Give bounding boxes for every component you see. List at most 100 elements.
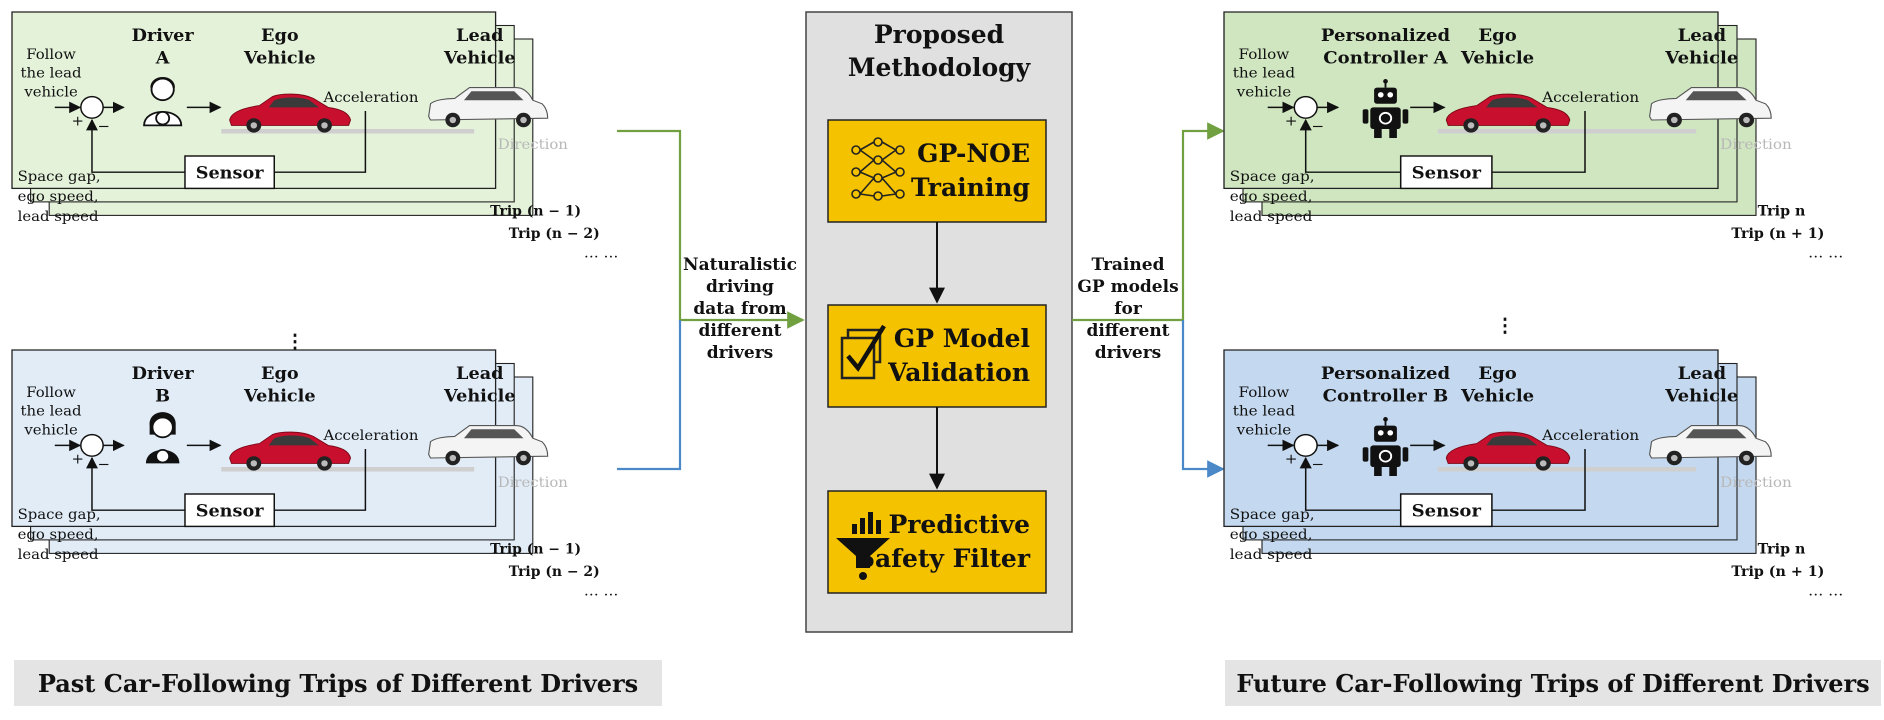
actor-label-2: Controller B xyxy=(1323,386,1449,406)
ego-vehicle-icon xyxy=(1445,431,1571,471)
feedback-label-1: Space gap, xyxy=(18,506,101,523)
road-line xyxy=(1437,129,1697,134)
more-trips-ellipsis: … … xyxy=(1808,245,1843,262)
direction-label: Direction xyxy=(1720,474,1792,491)
right-vertical-ellipsis: ⋮ xyxy=(1496,315,1515,337)
follow-label-2: the lead xyxy=(1233,403,1296,420)
acceleration-label: Acceleration xyxy=(322,89,419,106)
neural-network-icon xyxy=(851,137,905,201)
follow-label-1: Follow xyxy=(26,384,76,401)
more-trips-ellipsis: … … xyxy=(1808,583,1843,600)
ego-vehicle-icon xyxy=(1445,93,1571,133)
actor-label-2: A xyxy=(155,49,170,69)
ego-vehicle-icon xyxy=(229,93,352,133)
minus-sign: − xyxy=(1311,118,1324,135)
green-data-line xyxy=(617,129,805,329)
ego-vehicle-icon xyxy=(229,431,352,471)
feedback-line-right xyxy=(274,111,367,173)
feedback-line-right xyxy=(1491,111,1586,173)
driver-person-icon xyxy=(143,77,183,127)
trip-back-label: Trip (n + 1) xyxy=(1731,564,1824,580)
more-trips-ellipsis: … … xyxy=(584,583,618,600)
direction-label: Direction xyxy=(498,474,569,491)
sensor-box xyxy=(184,155,276,190)
driver-person-icon xyxy=(145,412,180,464)
ego-label-2: Vehicle xyxy=(243,387,316,407)
feedback-label-2: ego speed, xyxy=(18,526,99,543)
follow-label-2: the lead xyxy=(21,65,82,82)
left-connector-label-1: Naturalistic xyxy=(683,255,797,275)
ego-label-1: Ego xyxy=(1478,363,1517,383)
feedback-line-left xyxy=(86,118,185,173)
gp-noe-training-line2: Training xyxy=(911,173,1030,202)
feedback-label-3: lead speed xyxy=(18,546,99,563)
feedback-label-2: ego speed, xyxy=(18,188,99,205)
lead-vehicle-icon xyxy=(428,87,549,128)
road-line xyxy=(1437,467,1697,472)
feedback-label-3: lead speed xyxy=(1230,546,1313,563)
plus-sign: + xyxy=(72,451,84,468)
left-connector-label-4: different xyxy=(698,321,781,341)
blue-model-line xyxy=(1181,320,1225,478)
minus-sign: − xyxy=(98,456,110,473)
predictive-safety-filter-line1: Predictive xyxy=(888,510,1030,539)
plus-sign: + xyxy=(72,113,84,130)
left-connector-label-2: driving xyxy=(706,277,774,297)
ego-label-2: Vehicle xyxy=(243,49,316,69)
lead-label-1: Lead xyxy=(456,26,503,46)
left-vertical-ellipsis: ⋮ xyxy=(286,331,305,353)
sensor-label: Sensor xyxy=(1412,501,1482,521)
direction-label: Direction xyxy=(498,136,569,153)
follow-label-3: vehicle xyxy=(23,422,77,439)
follow-label-3: vehicle xyxy=(1236,84,1292,101)
actor-label-1: Personalized xyxy=(1321,25,1450,45)
right-connector-label-5: drivers xyxy=(1095,343,1162,363)
lead-label-1: Lead xyxy=(1678,363,1726,383)
right-connector-label-4: different xyxy=(1086,321,1169,341)
green-model-line xyxy=(1072,122,1225,322)
ego-label-1: Ego xyxy=(1478,25,1517,45)
ego-label-1: Ego xyxy=(261,26,299,46)
actor-label-2: Controller A xyxy=(1323,48,1448,68)
predictive-safety-filter-line2: Safety Filter xyxy=(857,544,1031,573)
feedback-line-right xyxy=(1491,449,1586,511)
summing-junction xyxy=(80,95,104,119)
sensor-box xyxy=(1399,493,1493,528)
follow-label-1: Follow xyxy=(1239,46,1290,63)
feedback-line-left xyxy=(86,456,185,511)
lead-label-1: Lead xyxy=(1678,25,1726,45)
right-caption-background xyxy=(1225,660,1881,706)
feedback-label-2: ego speed, xyxy=(1230,526,1313,543)
gp-noe-training-box xyxy=(827,119,1047,223)
sensor-label: Sensor xyxy=(196,502,265,522)
left-caption: Past Car-Following Trips of Different Dr… xyxy=(38,669,638,698)
feedback-line-left xyxy=(1299,118,1401,173)
direction-label: Direction xyxy=(1720,136,1792,153)
filter-funnel-icon xyxy=(836,512,890,580)
trip-back-label: Trip (n − 2) xyxy=(509,226,600,242)
minus-sign: − xyxy=(98,118,110,135)
left-connector-label-3: data from xyxy=(693,299,786,319)
right-connector-label-2: GP models xyxy=(1077,277,1178,297)
blue-data-line xyxy=(617,320,682,471)
road-line xyxy=(221,467,475,472)
robot-controller-icon xyxy=(1362,79,1409,138)
methodology-title-line2: Methodology xyxy=(848,53,1032,82)
sensor-label: Sensor xyxy=(1412,163,1482,183)
follow-label-1: Follow xyxy=(26,46,76,63)
left-connector-label-5: drivers xyxy=(707,343,774,363)
right-caption: Future Car-Following Trips of Different … xyxy=(1236,669,1869,698)
summing-junction xyxy=(80,433,104,457)
gp-model-validation-line2: Validation xyxy=(887,358,1030,387)
follow-label-2: the lead xyxy=(1233,65,1296,82)
lead-label-2: Vehicle xyxy=(443,387,516,407)
feedback-label-1: Space gap, xyxy=(1230,507,1315,524)
lead-vehicle-icon xyxy=(428,425,549,466)
